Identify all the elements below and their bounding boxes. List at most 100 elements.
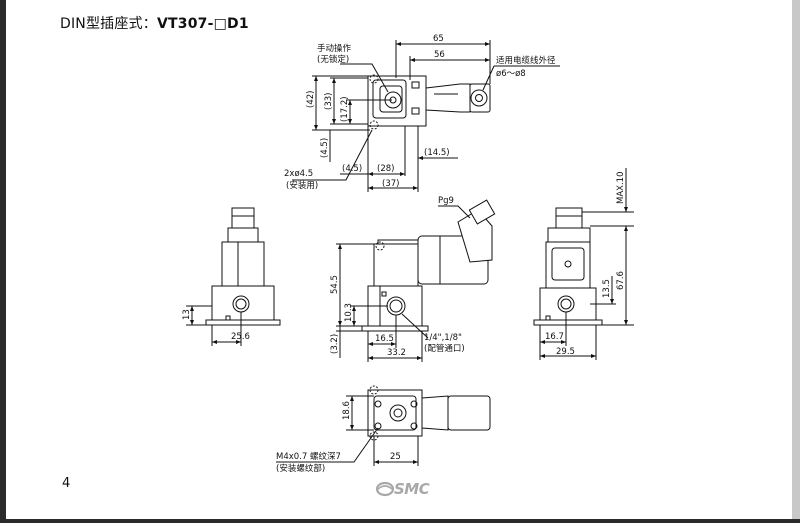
bottom-thread-hole-c	[374, 422, 382, 430]
right-view-labels: MAX.10 13.5 67.6 16.7 29.5	[545, 172, 626, 358]
bottom-mount-hole-lower	[369, 431, 379, 441]
label-45h: (4.5)	[342, 164, 362, 174]
bottom-port-inner	[393, 408, 403, 418]
label-25: 25	[390, 452, 401, 462]
brand-mark-icon	[376, 481, 394, 497]
callout-manual-override: 手动操作	[317, 43, 352, 54]
label-28: (28)	[377, 164, 394, 174]
label-256: 25.6	[231, 332, 250, 342]
bottom-body-outline	[367, 389, 423, 437]
leader-cable-pointer	[482, 65, 495, 91]
front-gland-nut	[468, 199, 496, 225]
label-56: 56	[434, 50, 445, 60]
mount-hole-lower	[369, 120, 379, 130]
callout-mount-holes: 2xø4.5	[284, 169, 313, 179]
top-view-labels: 65 56 (42) (33) (17.2) (4.5) (4.5) (28) …	[284, 34, 556, 191]
label-65: 65	[433, 34, 444, 44]
bottom-mount-hole-upper	[369, 385, 379, 395]
front-coil-cap	[377, 239, 419, 245]
right-port-inner	[560, 298, 572, 310]
bottom-view-labels: 18.6 25 M4x0.7 螺纹深7 (安装螺纹部)	[276, 401, 401, 474]
top-gland-bore	[475, 94, 483, 102]
page-title: DIN型插座式：VT307-□D1	[60, 13, 249, 33]
mount-hole-upper	[369, 74, 379, 84]
left-coil-body	[221, 241, 265, 287]
callout-pg9: Pg9	[438, 196, 454, 206]
bottom-connector-neck	[421, 395, 449, 431]
left-connector-cap	[231, 207, 255, 229]
left-port-inner	[235, 298, 247, 310]
right-view	[533, 168, 634, 360]
bottom-thread-hole-b	[410, 400, 418, 408]
label-max10: MAX.10	[616, 172, 626, 205]
page-frame-left	[0, 0, 6, 523]
label-676: 67.6	[616, 271, 626, 290]
label-167: 16.7	[545, 332, 564, 342]
callout-cable-diameter: 适用电缆线外径	[496, 55, 556, 66]
left-view-labels: 13 25.6	[182, 309, 250, 342]
right-connector-neck	[547, 227, 591, 243]
top-gland-nut	[470, 89, 488, 107]
callout-port-size: 1/4",1/8"	[424, 333, 462, 343]
front-coil-body	[373, 243, 419, 287]
right-valve-body	[539, 287, 597, 321]
front-mount-hole	[375, 241, 385, 251]
label-45v: (4.5)	[320, 138, 330, 158]
callout-cable-range: ø6～ø8	[496, 69, 526, 79]
leader-thread	[276, 427, 379, 463]
front-screw	[381, 291, 387, 297]
label-135: 13.5	[602, 279, 612, 298]
page-frame-right	[792, 0, 800, 523]
front-base-plate	[361, 325, 429, 332]
front-view	[336, 199, 496, 362]
bottom-port	[389, 404, 407, 422]
callout-port-name: (配管通口)	[424, 343, 465, 354]
top-view	[292, 40, 560, 192]
label-32: (3.2)	[330, 334, 340, 354]
right-connector-screw	[564, 260, 572, 268]
callout-thread-use: (安装螺纹部)	[276, 463, 325, 474]
label-332: 33.2	[387, 348, 406, 358]
left-valve-body	[211, 285, 275, 321]
brand-name: SMC	[394, 480, 430, 498]
bottom-thread-hole-a	[374, 400, 382, 408]
label-172: (17.2)	[340, 96, 350, 122]
top-manual-frame	[379, 85, 403, 113]
label-545: 54.5	[330, 275, 340, 294]
callout-non-locking: (无锁定)	[317, 54, 349, 65]
title-prefix: DIN型插座式：	[60, 16, 157, 32]
left-base-plate	[205, 319, 281, 326]
top-indicator-lower	[411, 107, 420, 115]
left-view	[186, 207, 281, 346]
right-base-plate	[533, 319, 603, 326]
label-103: 10.3	[344, 303, 354, 322]
leader-mount-holes	[292, 129, 373, 181]
leader-port	[401, 313, 429, 339]
right-connector-cap	[555, 207, 583, 229]
label-165: 16.5	[375, 334, 394, 344]
left-connector-neck	[227, 227, 259, 243]
leader-manual-override	[340, 63, 389, 93]
label-186: 18.6	[342, 401, 352, 420]
right-connector-face	[551, 247, 585, 281]
leader-pg9	[438, 205, 471, 219]
label-37: (37)	[382, 179, 399, 189]
label-42: (42)	[306, 91, 316, 108]
label-295: 29.5	[556, 347, 575, 357]
bottom-connector-housing	[447, 395, 491, 431]
bottom-face-frame	[373, 395, 417, 431]
page-frame-bottom	[0, 519, 800, 523]
bottom-view	[276, 385, 491, 466]
top-indicator-upper	[411, 81, 420, 89]
front-view-labels: 54.5 10.3 (3.2) 16.5 33.2 Pg9 1/4",1/8" …	[330, 196, 465, 358]
callout-mount-use: (安装用)	[286, 180, 318, 191]
label-33: (33)	[324, 93, 334, 110]
label-145: (14.5)	[424, 148, 450, 158]
top-manual-panel	[372, 79, 407, 119]
brand-logo: SMC	[376, 480, 440, 498]
front-port-inner	[389, 299, 403, 313]
bottom-thread-hole-d	[410, 422, 418, 430]
top-connector-housing	[425, 83, 471, 113]
